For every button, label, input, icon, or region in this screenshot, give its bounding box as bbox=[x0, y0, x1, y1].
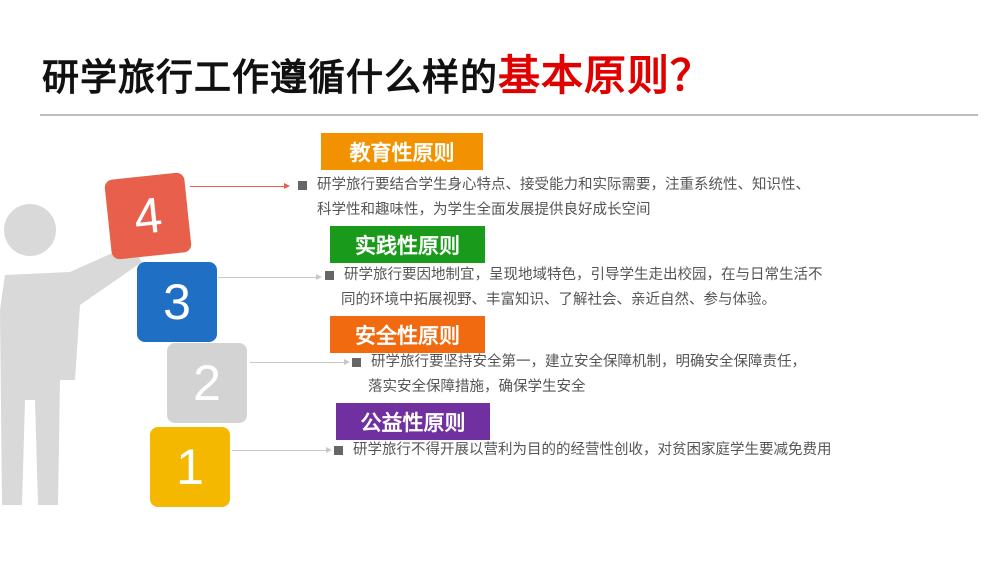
arrow-icon bbox=[316, 274, 322, 280]
title-highlight: 基本原则？ bbox=[498, 51, 714, 100]
title-main: 研学旅行工作遵循什么样的 bbox=[42, 56, 498, 99]
arrow-icon bbox=[344, 359, 350, 365]
arrow-icon bbox=[284, 183, 290, 189]
desc-line: 研学旅行要坚持安全第一，建立安全保障机制，明确安全保障责任， bbox=[371, 354, 806, 370]
principle-label-education: 教育性原则 bbox=[321, 133, 483, 170]
title-divider bbox=[40, 114, 978, 116]
principle-desc-public-welfare: 研学旅行不得开展以营利为目的的经营性创收，对贫困家庭学生要减免费用 bbox=[334, 438, 832, 463]
stick-figure-icon bbox=[0, 204, 142, 505]
connector-2 bbox=[250, 362, 345, 363]
connector-3 bbox=[218, 277, 318, 278]
connector-1 bbox=[232, 450, 327, 451]
bullet-icon bbox=[298, 180, 307, 190]
block-2: 2 bbox=[167, 343, 247, 423]
principle-desc-practice: 研学旅行要因地制宜，呈现地域特色，引导学生走出校园，在与日常生活不 同的环境中拓… bbox=[325, 263, 823, 313]
block-3: 3 bbox=[137, 262, 217, 342]
bullet-icon bbox=[352, 357, 361, 367]
desc-line: 研学旅行要结合学生身心特点、接受能力和实际需要，注重系统性、知识性、 bbox=[317, 177, 810, 193]
bullet-icon bbox=[334, 445, 343, 455]
principle-desc-safety: 研学旅行要坚持安全第一，建立安全保障机制，明确安全保障责任， 落实安全保障措施，… bbox=[352, 350, 806, 400]
principle-desc-education: 研学旅行要结合学生身心特点、接受能力和实际需要，注重系统性、知识性、 科学性和趣… bbox=[298, 173, 810, 223]
principle-label-practice: 实践性原则 bbox=[330, 226, 485, 263]
slide-title: 研学旅行工作遵循什么样的基本原则？ bbox=[42, 42, 713, 103]
desc-line: 科学性和趣味性，为学生全面发展提供良好成长空间 bbox=[317, 202, 651, 218]
desc-line: 研学旅行不得开展以营利为目的的经营性创收，对贫困家庭学生要减免费用 bbox=[353, 442, 832, 458]
arrow-icon bbox=[326, 447, 332, 453]
principle-label-public-welfare: 公益性原则 bbox=[336, 403, 490, 440]
principle-label-safety: 安全性原则 bbox=[330, 316, 485, 353]
block-1: 1 bbox=[150, 427, 230, 507]
block-4: 4 bbox=[104, 172, 192, 260]
bullet-icon bbox=[325, 270, 334, 280]
connector-4 bbox=[190, 186, 285, 187]
desc-line: 研学旅行要因地制宜，呈现地域特色，引导学生走出校园，在与日常生活不 bbox=[344, 267, 823, 283]
desc-line: 落实安全保障措施，确保学生安全 bbox=[368, 379, 586, 395]
desc-line: 同的环境中拓展视野、丰富知识、了解社会、亲近自然、参与体验。 bbox=[341, 292, 776, 308]
